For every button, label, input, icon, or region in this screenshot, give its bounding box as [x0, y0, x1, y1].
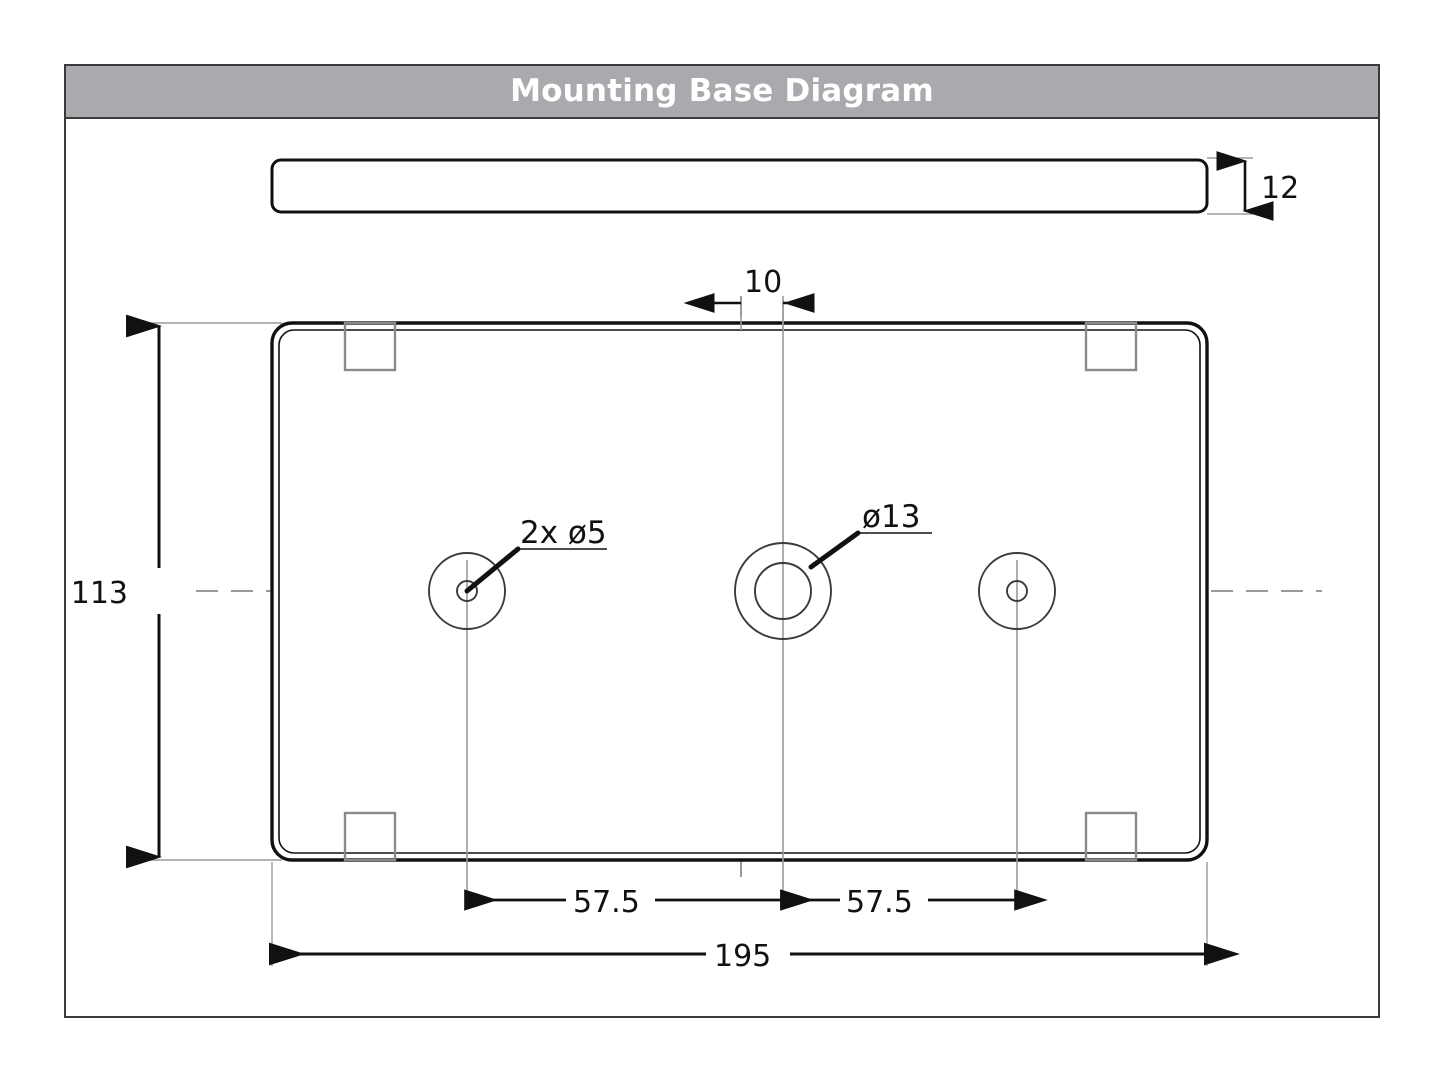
- mounting-tab-bottom-left: [343, 811, 397, 862]
- spacing-dimension-right-57-5: 57.5: [780, 885, 1048, 920]
- height-dimension-label: 113: [71, 576, 128, 611]
- hole-extension-lines: [466, 300, 1018, 905]
- hole-right-small: [978, 552, 1056, 630]
- offset-dimension-label: 10: [744, 265, 782, 300]
- width-dimension-195: 195: [269, 862, 1240, 974]
- diagram-title-bar: Mounting Base Diagram: [64, 64, 1380, 119]
- center-hole-callout-label: ø13: [862, 499, 920, 535]
- side-view-profile: [270, 158, 1209, 214]
- width-dimension-label: 195: [714, 939, 771, 974]
- mounting-tab-top-right: [1084, 321, 1138, 372]
- thickness-dimension-12: 12: [1207, 151, 1299, 221]
- height-dimension-113: 113: [71, 314, 282, 869]
- mounting-tab-bottom-right: [1084, 811, 1138, 862]
- page-title: Mounting Base Diagram: [510, 73, 934, 109]
- top-view-plate: [270, 321, 1209, 862]
- thickness-dimension-label: 12: [1261, 171, 1299, 206]
- small-holes-callout: 2x ø5: [464, 515, 607, 594]
- small-holes-callout-label: 2x ø5: [520, 515, 607, 551]
- spacing-dimension-left-57-5: 57.5: [464, 885, 814, 920]
- hole-center-large: [734, 542, 832, 640]
- mounting-tabs: [343, 321, 1138, 862]
- mounting-tab-top-left: [343, 321, 397, 372]
- spacing-dimension-right-label: 57.5: [846, 885, 913, 920]
- hole-left-small: [428, 552, 506, 630]
- center-hole-callout: ø13: [808, 499, 932, 570]
- offset-dimension-10: 10: [683, 265, 815, 330]
- spacing-dimension-left-label: 57.5: [573, 885, 640, 920]
